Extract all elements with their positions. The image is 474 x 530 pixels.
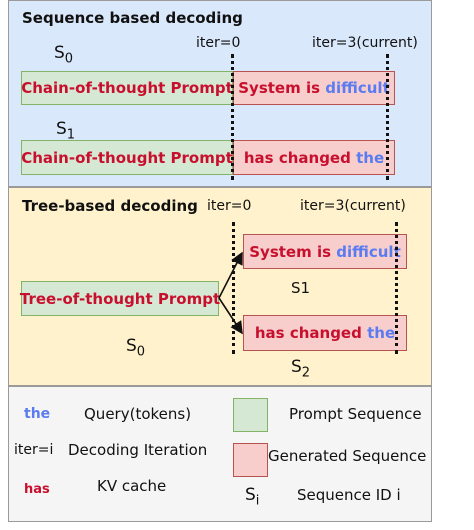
tree-iter3-line bbox=[395, 222, 398, 354]
sequence-iter0-line bbox=[231, 54, 234, 180]
legend-panel bbox=[8, 386, 432, 522]
legend-query-desc: Query(tokens) bbox=[84, 405, 192, 423]
branch-arrow-up bbox=[218, 251, 243, 299]
sequence-row2-generated-box: has changed the bbox=[233, 140, 395, 175]
sequence-row2-prompt-box: Chain-of-thought Prompt bbox=[21, 140, 233, 175]
tree-branch2-generated-box: has changed the bbox=[243, 315, 407, 351]
tree-sequence-id-s1: S1 bbox=[291, 279, 311, 297]
sequence-iter-current: iter=3(current) bbox=[312, 35, 418, 51]
query-token-blue: difficult bbox=[336, 242, 401, 261]
generated-token-red: has changed bbox=[254, 324, 362, 342]
generated-token-red: System is bbox=[238, 79, 321, 97]
legend-kv-desc: KV cache bbox=[97, 477, 167, 495]
legend-iter-sample: iter=i bbox=[14, 442, 54, 458]
sequence-iter-start: iter=0 bbox=[196, 35, 241, 51]
tree-prompt-box: Tree-of-thought Prompt bbox=[20, 281, 220, 316]
sequence-panel-title: Sequence based decoding bbox=[22, 9, 243, 27]
tree-panel-title: Tree-based decoding bbox=[22, 197, 198, 215]
legend-generated-swatch bbox=[233, 443, 268, 477]
tree-iter-current: iter=3(current) bbox=[300, 198, 406, 214]
generated-token-red: System is bbox=[249, 242, 332, 261]
tree-iter-start: iter=0 bbox=[207, 198, 252, 214]
branch-arrow-down bbox=[218, 297, 243, 335]
query-token-blue: the bbox=[367, 324, 396, 342]
query-token-blue: the bbox=[356, 148, 385, 167]
tree-branch1-generated-box: System is difficult bbox=[243, 234, 407, 269]
tree-sequence-id-s0: S0 bbox=[126, 336, 146, 360]
sequence-iter3-line bbox=[386, 54, 389, 180]
sequence-row1-generated-box: System is difficult bbox=[233, 71, 395, 105]
tree-sequence-id-s2: S2 bbox=[291, 357, 311, 381]
sequence-row1-prompt-box: Chain-of-thought Prompt bbox=[21, 71, 233, 105]
tree-iter0-line bbox=[232, 222, 235, 354]
legend-query-sample: the bbox=[24, 406, 51, 422]
legend-seqid-symbol: Si bbox=[245, 485, 260, 509]
query-token-blue: difficult bbox=[325, 79, 390, 97]
legend-prompt-desc: Prompt Sequence bbox=[289, 405, 422, 423]
legend-seqid-desc: Sequence ID i bbox=[297, 486, 401, 504]
sequence-id-s1: S1 bbox=[56, 119, 76, 143]
legend-generated-desc: Generated Sequence bbox=[268, 447, 427, 465]
sequence-id-s0: S0 bbox=[54, 43, 74, 67]
legend-kv-sample: has bbox=[24, 482, 50, 497]
generated-token-red: has changed bbox=[243, 148, 351, 167]
legend-iter-desc: Decoding Iteration bbox=[68, 441, 208, 459]
legend-prompt-swatch bbox=[233, 398, 268, 432]
